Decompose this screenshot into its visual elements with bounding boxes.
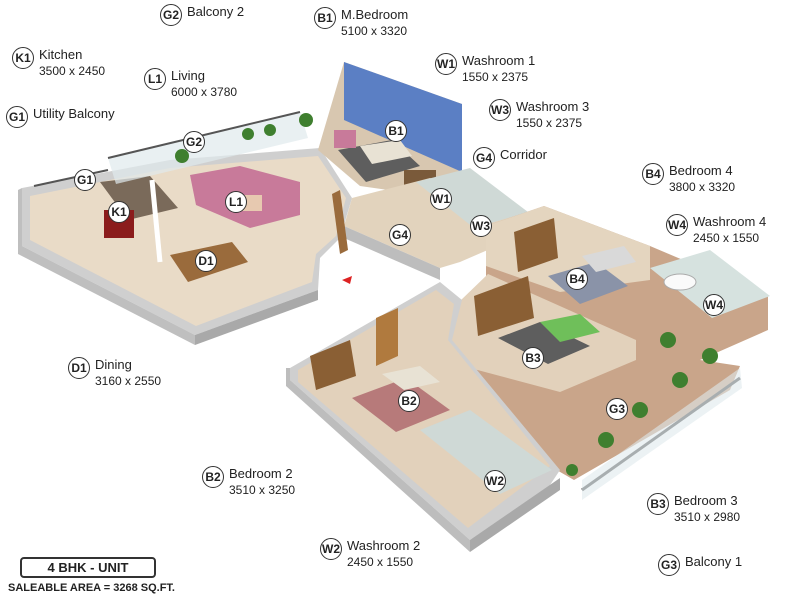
legend-dim: 2450 x 1550	[693, 231, 760, 245]
legend-name: Dining	[95, 357, 132, 372]
room-marker-g4: G4	[389, 224, 411, 246]
legend-balcony-1: G3 Balcony 1	[658, 554, 742, 576]
room-marker-w2: W2	[484, 470, 506, 492]
legend-name: Washroom 4	[693, 214, 767, 229]
legend-code: G1	[6, 106, 28, 128]
legend-code: W2	[320, 538, 342, 560]
room-marker-g2: G2	[183, 131, 205, 153]
legend-name: Bedroom 4	[669, 163, 733, 178]
legend-corridor: G4 Corridor	[473, 147, 547, 169]
legend-dim: 3800 x 3320	[669, 180, 736, 194]
legend-name: Utility Balcony	[33, 106, 115, 121]
legend-code: W4	[666, 214, 688, 236]
room-marker-g3: G3	[606, 398, 628, 420]
room-marker-b1: B1	[385, 120, 407, 142]
legend-bedroom-2: B2 Bedroom 2 3510 x 3250	[202, 466, 295, 498]
legend-code: B4	[642, 163, 664, 185]
room-marker-b4: B4	[566, 268, 588, 290]
legend-washroom-3: W3 Washroom 3 1550 x 2375	[489, 99, 589, 131]
legend-bedroom-3: B3 Bedroom 3 3510 x 2980	[647, 493, 740, 525]
legend-name: Kitchen	[39, 47, 83, 62]
legend-name: Balcony 2	[187, 4, 245, 19]
room-marker-b2: B2	[398, 390, 420, 412]
legend-dim: 3500 x 2450	[39, 64, 106, 78]
legend-code: W3	[489, 99, 511, 121]
legend-code: K1	[12, 47, 34, 69]
legend-name: Washroom 3	[516, 99, 590, 114]
legend-dim: 1550 x 2375	[462, 70, 529, 84]
legend-dim: 3510 x 3250	[229, 483, 296, 497]
legend-dim: 3510 x 2980	[674, 510, 741, 524]
legend-name: M.Bedroom	[341, 7, 409, 22]
legend-living: L1 Living 6000 x 3780	[144, 68, 237, 100]
legend-dining: D1 Dining 3160 x 2550	[68, 357, 161, 389]
corridor-washroom-block	[332, 168, 528, 280]
legend-dim: 6000 x 3780	[171, 85, 238, 99]
legend-kitchen: K1 Kitchen 3500 x 2450	[12, 47, 105, 79]
legend-name: Balcony 1	[685, 554, 743, 569]
room-marker-l1: L1	[225, 191, 247, 213]
legend-master-bedroom: B1 M.Bedroom 5100 x 3320	[314, 7, 408, 39]
room-marker-w4: W4	[703, 294, 725, 316]
right-wing	[432, 206, 770, 500]
room-marker-b3: B3	[522, 347, 544, 369]
legend-code: G3	[658, 554, 680, 576]
legend-code: L1	[144, 68, 166, 90]
legend-dim: 1550 x 2375	[516, 116, 583, 130]
legend-code: G2	[160, 4, 182, 26]
legend-name: Bedroom 2	[229, 466, 293, 481]
room-marker-g1: G1	[74, 169, 96, 191]
legend-code: B1	[314, 7, 336, 29]
legend-washroom-1: W1 Washroom 1 1550 x 2375	[435, 53, 535, 85]
legend-washroom-2: W2 Washroom 2 2450 x 1550	[320, 538, 420, 570]
room-marker-w1: W1	[430, 188, 452, 210]
room-marker-w3: W3	[470, 215, 492, 237]
legend-utility-balcony: G1 Utility Balcony	[6, 106, 115, 128]
room-marker-d1: D1	[195, 250, 217, 272]
unit-type-label: 4 BHK - UNIT	[20, 557, 156, 578]
legend-code: B2	[202, 466, 224, 488]
legend-dim: 2450 x 1550	[347, 555, 414, 569]
legend-code: G4	[473, 147, 495, 169]
legend-dim: 3160 x 2550	[95, 374, 162, 388]
legend-name: Washroom 2	[347, 538, 421, 553]
legend-code: W1	[435, 53, 457, 75]
room-marker-k1: K1	[108, 201, 130, 223]
legend-washroom-4: W4 Washroom 4 2450 x 1550	[666, 214, 766, 246]
entry-arrow	[342, 276, 352, 284]
legend-name: Washroom 1	[462, 53, 536, 68]
saleable-area: SALEABLE AREA = 3268 SQ.FT.	[8, 582, 175, 594]
legend-code: D1	[68, 357, 90, 379]
legend-dim: 5100 x 3320	[341, 24, 408, 38]
legend-bedroom-4: B4 Bedroom 4 3800 x 3320	[642, 163, 735, 195]
legend-name: Corridor	[500, 147, 547, 162]
legend-name: Living	[171, 68, 205, 83]
legend-code: B3	[647, 493, 669, 515]
legend-name: Bedroom 3	[674, 493, 738, 508]
legend-balcony-2: G2 Balcony 2	[160, 4, 244, 26]
